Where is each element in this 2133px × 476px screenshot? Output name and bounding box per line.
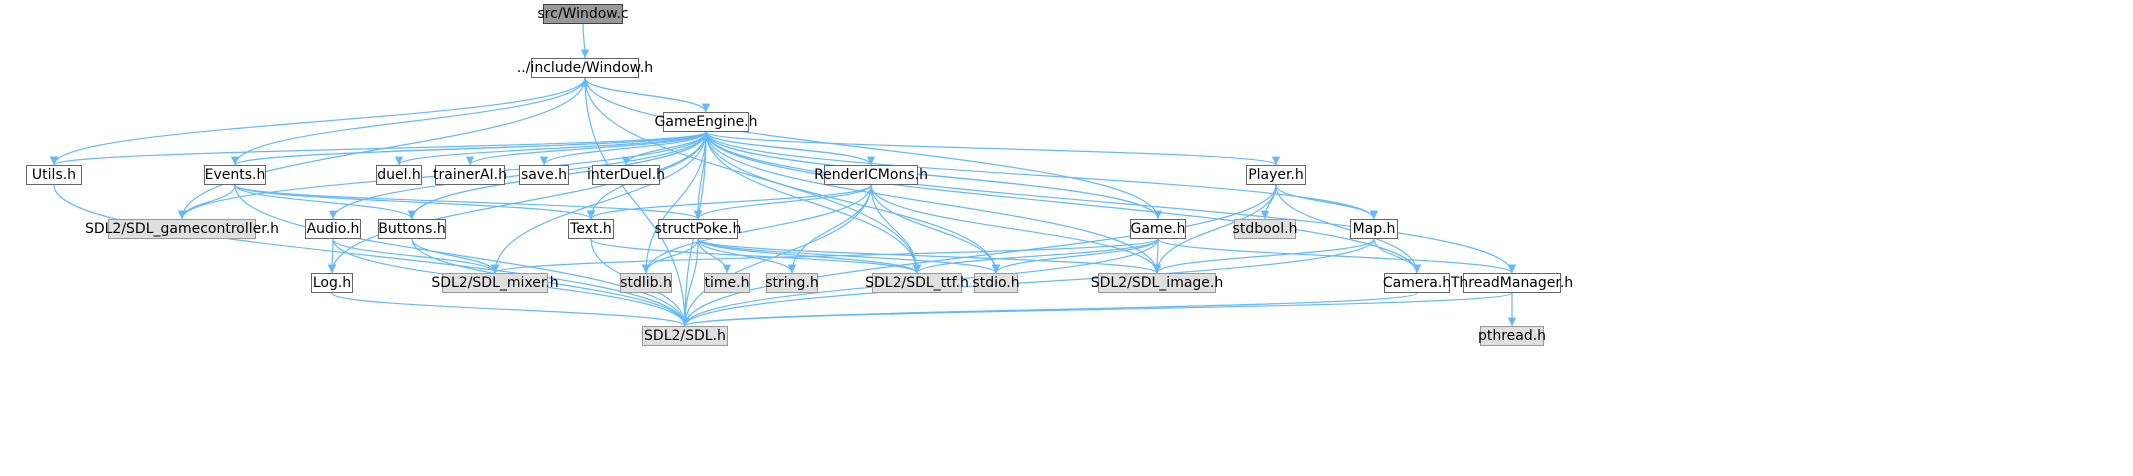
- edge-events_h-to-buttons_h: [234, 184, 417, 220]
- edge-player_h-to-sdl_h: [680, 184, 1277, 327]
- edge-struct_poke_h-to-sdl_image_h: [697, 238, 1161, 274]
- node-render-icmons-h[interactable]: RenderICMons.h: [814, 165, 928, 185]
- edge-render_icmons_h-to-sdl_h: [680, 184, 872, 327]
- edge-struct_poke_h-to-string_h: [697, 238, 797, 274]
- edge-game_engine_h-to-sdl_ttf_h: [705, 131, 922, 274]
- edge-events_h-to-text_h: [234, 184, 596, 220]
- edge-camera_h-to-sdl_h: [681, 292, 1418, 327]
- edge-render_icmons_h-to-sdl_image_h: [870, 184, 1162, 274]
- edge-game_engine_h-to-window_h: [580, 77, 707, 113]
- edge-window_h-to-sdl_ttf_h: [584, 77, 922, 274]
- node-utils-h[interactable]: Utils.h: [26, 165, 82, 185]
- edge-game_engine_h-to-map_h: [705, 131, 1379, 220]
- node-player-h[interactable]: Player.h: [1246, 165, 1306, 185]
- node-buttons-h[interactable]: Buttons.h: [378, 219, 446, 239]
- edge-render_icmons_h-to-game_engine_h: [701, 131, 872, 166]
- node-game-h[interactable]: Game.h: [1130, 219, 1186, 239]
- edge-game_engine_h-to-log_h: [327, 131, 707, 274]
- edge-events_h-to-struct_poke_h: [234, 184, 702, 220]
- node-window-h[interactable]: ../include/Window.h: [516, 58, 654, 78]
- node-time-h: time.h: [704, 273, 750, 293]
- edge-game_engine_h-to-sdl_mixer_h: [490, 131, 707, 274]
- node-events-h[interactable]: Events.h: [204, 165, 266, 185]
- edge-game_engine_h-to-camera_h: [705, 131, 1422, 274]
- edge-game_engine_h-to-thread_manager_h: [705, 131, 1517, 274]
- node-string-h: string.h: [765, 273, 819, 293]
- edge-render_icmons_h-to-stdlib_h: [641, 184, 872, 274]
- node-log-h[interactable]: Log.h: [311, 273, 353, 293]
- node-stdbool-h: stdbool.h: [1232, 219, 1298, 239]
- edge-game_h-to-sdl_ttf_h: [912, 238, 1159, 274]
- edge-map_h-to-sdl_h: [680, 238, 1375, 327]
- node-sdl-image-h: SDL2/SDL_image.h: [1090, 273, 1224, 293]
- edge-game_engine_h-to-stdio_h: [705, 131, 1001, 274]
- edge-struct_poke_h-to-stdlib_h: [641, 238, 699, 274]
- node-duel-h[interactable]: duel.h: [376, 165, 422, 185]
- edge-game_h-to-game_engine_h: [701, 131, 1159, 220]
- edge-window_h-to-sdl_h: [584, 77, 690, 327]
- edge-audio_h-to-log_h: [327, 238, 337, 274]
- edge-events_h-to-sdl_h: [234, 184, 690, 327]
- edge-audio_h-to-sdl_mixer_h: [332, 238, 500, 274]
- edge-game_h-to-thread_manager_h: [1157, 238, 1517, 274]
- edge-struct_poke_h-to-time_h: [697, 238, 732, 274]
- edge-thread_manager_h-to-sdl_h: [681, 292, 1513, 327]
- edge-window_c-to-window_h: [580, 23, 590, 59]
- edge-log_h-to-sdl_h: [331, 292, 690, 327]
- edge-game_engine_h-to-save_h: [539, 131, 707, 166]
- edge-buttons_h-to-sdl_mixer_h: [411, 238, 500, 274]
- edge-game_engine_h-to-utils_h: [50, 131, 707, 166]
- node-thread-manager-h[interactable]: ThreadManager.h: [1450, 273, 1574, 293]
- node-text-h[interactable]: Text.h: [568, 219, 614, 239]
- node-pthread-h: pthread.h: [1477, 326, 1547, 346]
- edge-utils_h-to-sdl_h: [53, 184, 690, 327]
- edge-game_h-to-stdio_h: [991, 238, 1159, 274]
- node-map-h[interactable]: Map.h: [1350, 219, 1398, 239]
- node-sdl-ttf-h: SDL2/SDL_ttf.h: [865, 273, 969, 293]
- edge-window_h-to-utils_h: [49, 77, 586, 166]
- edge-events_h-to-window_h: [234, 77, 590, 166]
- node-trainer-ai-h[interactable]: trainerAI.h: [433, 165, 507, 185]
- edge-game_engine_h-to-player_h: [705, 131, 1280, 166]
- edge-render_icmons_h-to-struct_poke_h: [693, 184, 872, 220]
- node-stdio-h: stdio.h: [972, 273, 1020, 293]
- edge-text_h-to-sdl_ttf_h: [590, 238, 922, 274]
- edge-game_h-to-sdl_mixer_h: [491, 238, 1159, 274]
- edge-map_h-to-sdl_image_h: [1152, 238, 1375, 274]
- node-audio-h[interactable]: Audio.h: [305, 219, 361, 239]
- node-window-c: src/Window.c: [537, 4, 629, 24]
- node-struct-poke-h[interactable]: structPoke.h: [654, 219, 742, 239]
- edge-game_h-to-window_h: [580, 77, 1159, 220]
- edge-player_h-to-sdl_image_h: [1152, 184, 1277, 274]
- node-sdl-h: SDL2/SDL.h: [642, 326, 728, 346]
- edge-game_engine_h-to-duel_h: [394, 131, 707, 166]
- edge-map_h-to-camera_h: [1373, 238, 1422, 274]
- edge-struct_poke_h-to-sdl_h: [680, 238, 699, 327]
- edge-events_h-to-sdl_gamecontroller_h: [177, 184, 236, 220]
- edge-render_icmons_h-to-text_h: [586, 184, 872, 220]
- edge-player_h-to-camera_h: [1275, 184, 1422, 274]
- edge-game_engine_h-to-trainer_ai_h: [465, 131, 707, 166]
- node-stdlib-h: stdlib.h: [620, 273, 672, 293]
- node-game-engine-h[interactable]: GameEngine.h: [654, 112, 758, 132]
- node-camera-h[interactable]: Camera.h: [1382, 273, 1452, 293]
- edge-player_h-to-map_h: [1275, 184, 1379, 220]
- node-sdl-mixer-h: SDL2/SDL_mixer.h: [431, 273, 559, 293]
- node-inter-duel-h[interactable]: interDuel.h: [586, 165, 666, 185]
- node-sdl-gamecontroller-h: SDL2/SDL_gamecontroller.h: [84, 219, 280, 239]
- edge-buttons_h-to-sdl_h: [411, 238, 690, 327]
- node-save-h[interactable]: save.h: [519, 165, 569, 185]
- edge-events_h-to-game_engine_h: [234, 131, 710, 166]
